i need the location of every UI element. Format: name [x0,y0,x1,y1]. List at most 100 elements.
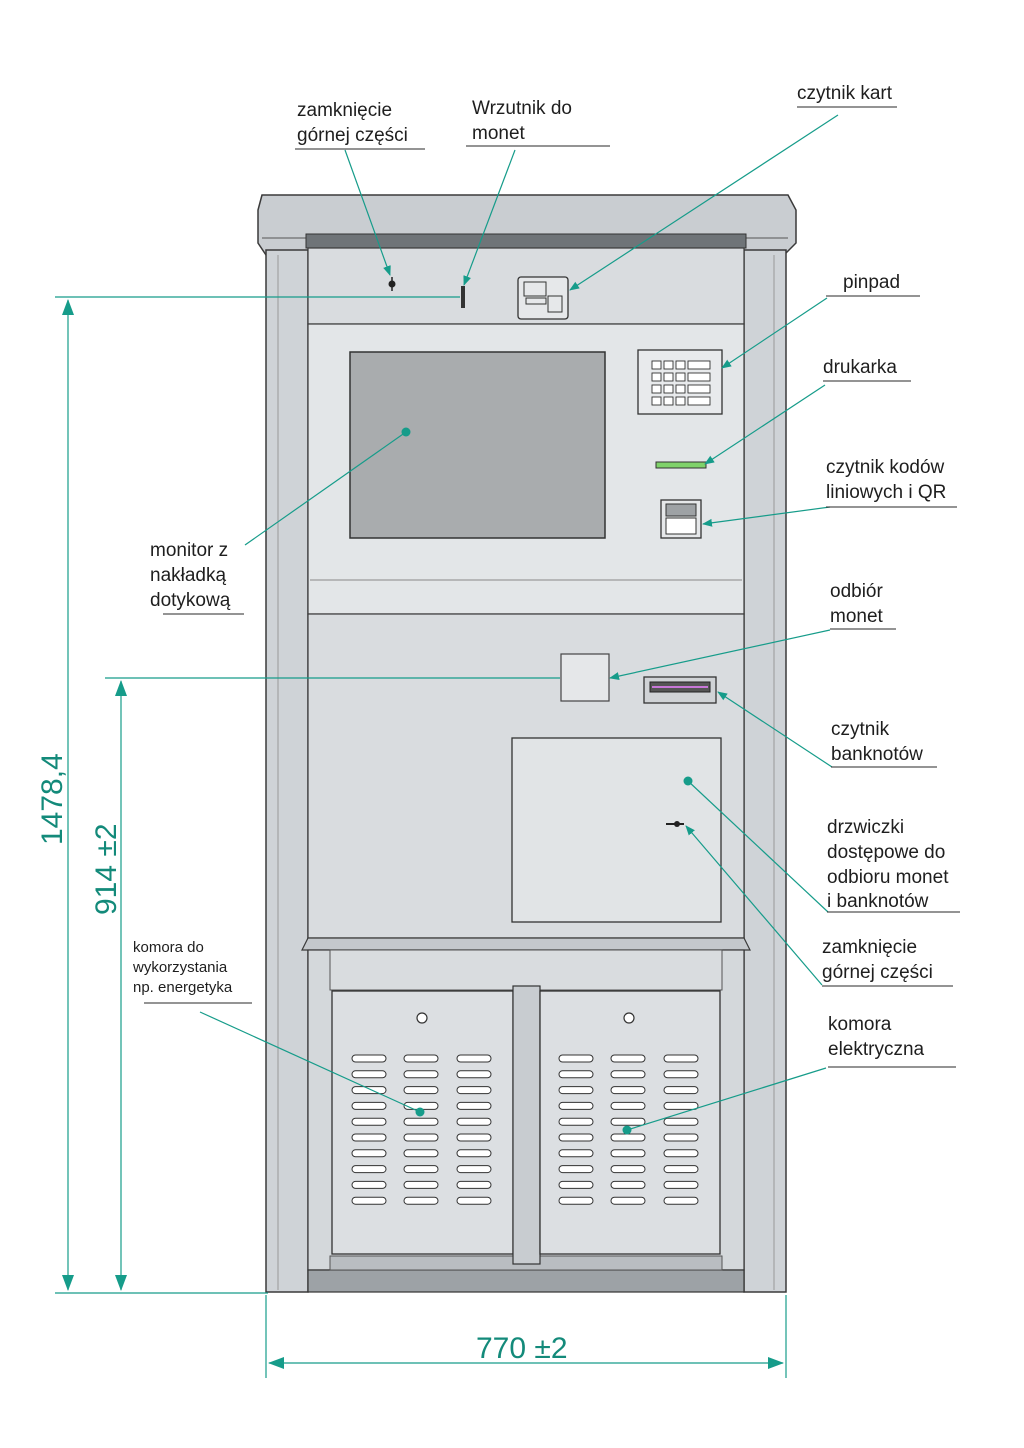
vent-slot [663,1196,699,1205]
vent-slot [558,1196,594,1205]
vent-slot [558,1165,594,1174]
label-line: komora do [133,939,204,956]
label-line: odbiór [830,581,883,602]
vent-slot [456,1149,492,1158]
coin-return-tray [560,653,610,702]
label-line: komora [828,1014,892,1035]
vent-slot [610,1101,646,1110]
label-top-lock: zamknięcie górnej części [295,100,425,150]
label-line: zamknięcie [297,100,392,121]
label-line: czytnik kart [797,83,893,104]
pinpad-icon [637,349,723,415]
vent-slot [610,1196,646,1205]
vent-slot [456,1133,492,1142]
callout-leaders [199,114,839,1135]
label-line: czytnik [831,719,890,740]
vent-slot [663,1101,699,1110]
center-divider [512,985,541,1265]
vent-slot [610,1117,646,1126]
printer-slot [655,461,707,469]
label-line: liniowych i QR [826,482,946,503]
vent-slot [663,1133,699,1142]
banknote-reader-icon [643,676,717,704]
label-line: monitor z [150,540,228,561]
label-line: np. energetyka [133,979,233,996]
vent-slot [610,1165,646,1174]
vent-slot [663,1117,699,1126]
vent-slot [558,1086,594,1095]
vent-slot [456,1070,492,1079]
kiosk-base [307,1269,745,1293]
label-line: dotykową [150,590,231,611]
dimension-width: 770 ±2 [476,1332,568,1365]
vent-slot [351,1165,387,1174]
vent-slot [456,1086,492,1095]
kiosk-body [257,194,797,1293]
label-line: górnej części [297,125,408,146]
monitor-screen [349,351,606,539]
card-reader-icon [517,276,569,320]
vent-slot [351,1086,387,1095]
vent-slot [558,1054,594,1063]
vent-slot [558,1101,594,1110]
left-pillar [265,249,309,1293]
vent-slot [558,1070,594,1079]
vent-slot [456,1196,492,1205]
vent-slot [403,1196,439,1205]
dimension-total-height: 1478,4 [36,753,69,845]
vent-slot [558,1117,594,1126]
shelf [301,937,751,951]
label-line: elektryczna [828,1039,925,1060]
label-line: nakładką [150,565,226,586]
top-lock-icon [388,277,396,291]
label-pinpad: pinpad [826,272,920,297]
vent-slot [351,1149,387,1158]
vent-slot [403,1133,439,1142]
aux-chamber-knob [416,1012,428,1024]
vent-slot [403,1054,439,1063]
vent-slot [351,1133,387,1142]
label-door-lock: zamknięcie górnej części [822,937,953,987]
vent-slot [456,1054,492,1063]
vent-slot [663,1054,699,1063]
label-aux-chamber: komora do wykorzystania np. energetyka [132,939,252,1004]
vent-slot [456,1117,492,1126]
label-line: dostępowe do [827,842,945,863]
vent-slot [456,1180,492,1189]
label-card-reader: czytnik kart [797,83,897,108]
dimension-interface-height: 914 ±2 [90,823,123,915]
label-line: monet [472,123,526,144]
label-line: monet [830,606,884,627]
vent-slot [610,1070,646,1079]
vent-slot [610,1086,646,1095]
label-coin-slot: Wrzutnik do monet [466,98,610,147]
vent-slot [403,1165,439,1174]
label-line: banknotów [831,744,923,765]
label-monitor: monitor z nakładką dotykową [150,540,244,615]
vent-slot [351,1117,387,1126]
door-lock-icon [666,821,684,827]
vent-slot [610,1149,646,1158]
vent-slot [403,1070,439,1079]
label-line: drukarka [823,357,897,378]
label-line: odbioru monet [827,867,949,888]
vent-slot [558,1149,594,1158]
label-line: pinpad [843,272,900,293]
vent-slot [663,1070,699,1079]
vent-slots [351,1054,699,1205]
vent-slot [558,1133,594,1142]
label-line: i banknotów [827,891,929,912]
vent-slot [663,1180,699,1189]
vent-slot [558,1180,594,1189]
vent-slot [456,1165,492,1174]
vent-slot [403,1086,439,1095]
right-pillar [743,249,787,1293]
vent-slot [403,1117,439,1126]
label-printer: drukarka [823,357,911,382]
label-line: Wrzutnik do [472,98,572,119]
label-coin-return: odbiór monet [830,581,896,630]
label-line: górnej części [822,962,933,983]
vent-slot [663,1165,699,1174]
vent-slot [403,1149,439,1158]
